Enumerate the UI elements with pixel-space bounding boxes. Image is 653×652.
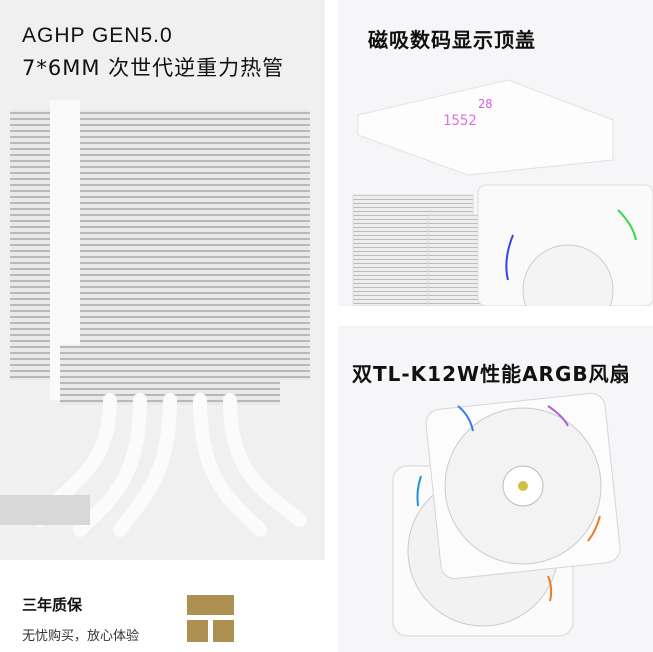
- display-cover-panel: 磁吸数码显示顶盖 1552 28: [338, 0, 653, 306]
- warranty-title: 三年质保: [22, 596, 83, 614]
- display-cover-title: 磁吸数码显示顶盖: [368, 28, 536, 52]
- cooler-with-display-illustration: 1552 28: [352, 79, 653, 306]
- heatsink-illustration: [0, 100, 310, 537]
- argb-fan-panel: 双TL-K12W性能ARGB风扇: [338, 326, 653, 652]
- heatpipe-title-line2: 7*6MM 次世代逆重力热管: [22, 56, 285, 80]
- heatpipe-panel: AGHP GEN5.0 7*6MM 次世代逆重力热管: [0, 0, 325, 560]
- svg-text:28: 28: [478, 97, 492, 111]
- svg-text:1552: 1552: [443, 113, 477, 129]
- fans-illustration: [392, 392, 621, 637]
- warranty-subtitle: 无忧购买，放心体验: [22, 629, 140, 644]
- heatpipe-title-line1: AGHP GEN5.0: [22, 24, 173, 47]
- argb-fan-title: 双TL-K12W性能ARGB风扇: [352, 362, 631, 386]
